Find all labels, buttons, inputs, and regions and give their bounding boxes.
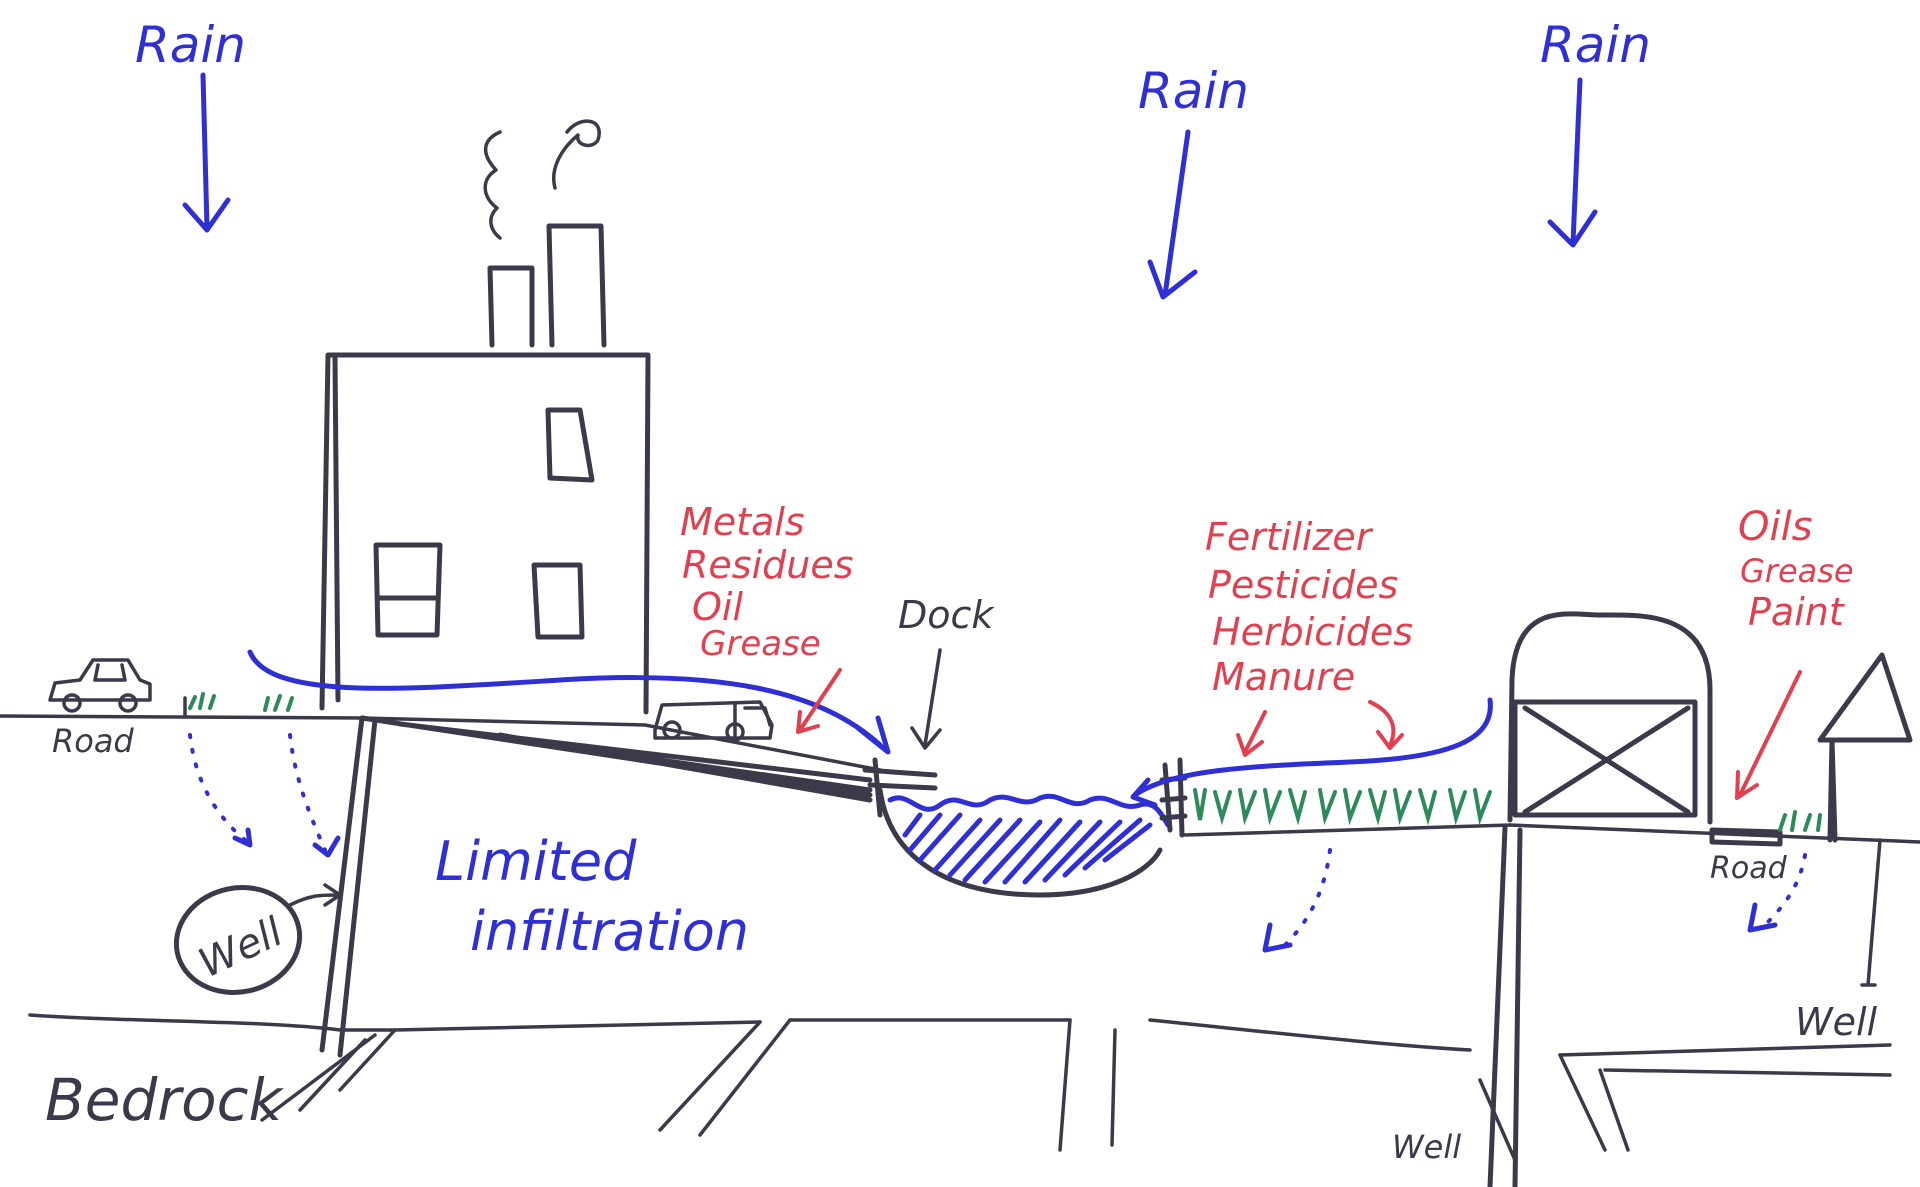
infiltration-arrow-right	[1763, 853, 1807, 927]
dock-structure	[862, 757, 938, 818]
well-pipe-barn	[1487, 825, 1523, 1187]
barn-outline	[1507, 611, 1713, 825]
ground-line-left	[0, 714, 882, 772]
factory-window-left	[373, 542, 443, 638]
grass-left-2	[263, 694, 294, 712]
well-left-arrow-icon	[288, 883, 342, 907]
limited-infiltration-label-line1: Limited	[435, 830, 637, 893]
infiltration-arrow-farm	[1283, 848, 1332, 947]
infiltration-arrowhead-farm	[1262, 922, 1293, 953]
farm-pollutant: Fertilizer	[1205, 515, 1374, 559]
factory-pollutant: Oil	[692, 585, 743, 629]
well-label-left: Well	[192, 909, 290, 987]
dock-label: Dock	[898, 593, 995, 637]
road-label-right: Road	[1710, 851, 1788, 886]
bedrock-label: Bedrock	[45, 1066, 285, 1134]
rain-label-center: Rain	[1138, 62, 1249, 120]
infiltration-arrow-left-2	[288, 733, 327, 852]
runoff-arrow-factory	[247, 649, 891, 755]
limited-infiltration-label-line2: infiltration	[470, 900, 749, 963]
well-label-center: Well	[1392, 1128, 1461, 1166]
bedrock: Bedrock	[28, 1013, 1892, 1162]
farm-pollutant-arrow-right-icon	[1368, 700, 1404, 750]
road-pollutant: Grease	[1740, 552, 1854, 590]
river	[877, 787, 1171, 898]
factory-pollutant: Grease	[700, 624, 821, 664]
truck-icon	[653, 700, 774, 742]
infiltration-arrow-left-1	[188, 733, 247, 842]
bedrock-cracks	[298, 1018, 1630, 1162]
crops-field	[1193, 788, 1492, 826]
runoff-arrow-farm	[1130, 697, 1493, 808]
infiltration-arrowhead-left-1	[232, 827, 253, 848]
barn-door	[1512, 699, 1698, 818]
factory-pollutant-list: Metals Residues Oil Grease	[680, 500, 854, 734]
chimney-right	[546, 223, 607, 348]
farm-pollutant-list: Fertilizer Pesticides Herbicides Manure	[1205, 515, 1413, 757]
ground-line-middle	[1183, 823, 1920, 844]
river-bank	[877, 787, 1163, 898]
farm-pollutant: Herbicides	[1212, 610, 1413, 654]
rain-arrow-center-icon	[1147, 129, 1198, 300]
car-icon	[48, 658, 152, 713]
road-label-left: Road	[52, 722, 134, 760]
factory-pollutant: Residues	[682, 543, 854, 587]
house	[1817, 652, 1913, 843]
farm-pollutant-arrow-left-icon	[1236, 710, 1267, 757]
well-pipe-right	[1860, 838, 1882, 987]
farm-pollutant: Manure	[1212, 655, 1355, 699]
right-side: Road Well	[1709, 652, 1913, 1044]
grass-left-1	[188, 692, 216, 710]
barn: Well	[1392, 611, 1713, 1187]
road-pollutant-list: Oils Grease Paint	[1735, 504, 1854, 800]
road-pollutant: Paint	[1748, 590, 1846, 634]
well-left-circle	[173, 885, 303, 995]
factory	[319, 119, 651, 715]
river-waves	[887, 793, 1171, 828]
road-pollutant-arrow-icon	[1735, 670, 1802, 800]
dock-arrow-icon	[910, 648, 942, 750]
infiltration-arrowhead-right	[1747, 902, 1778, 933]
ground-slope	[359, 715, 873, 803]
rain-left: Rain	[135, 16, 246, 233]
smoke-right-icon	[552, 119, 601, 190]
dock: Dock	[862, 593, 995, 818]
bedrock-surface	[28, 1013, 1892, 1077]
rain-label-right: Rain	[1540, 16, 1651, 74]
rain-label-left: Rain	[135, 16, 246, 74]
road-right-segment	[1709, 827, 1783, 847]
well-label-right: Well	[1795, 1000, 1878, 1044]
rain-right: Rain	[1540, 16, 1651, 248]
factory-window-right	[531, 562, 585, 640]
smoke-left-icon	[483, 130, 502, 240]
rain-arrow-left-icon	[182, 72, 231, 233]
infiltration-arrowhead-left-2	[312, 835, 341, 858]
rain-arrow-right-icon	[1547, 77, 1598, 248]
farm-ground	[1130, 697, 1920, 953]
factory-pollutant-arrow-icon	[796, 668, 842, 734]
river-water	[902, 812, 1153, 885]
road-pollutant: Oils	[1738, 504, 1813, 550]
rain-center: Rain	[1138, 62, 1249, 300]
farm-pollutant: Pesticides	[1208, 563, 1398, 607]
factory-window-top	[545, 407, 595, 483]
chimney-left	[487, 265, 535, 348]
well-pipe-factory	[319, 715, 378, 1058]
factory-building	[319, 352, 651, 715]
bedrock-crack-left	[260, 1033, 377, 1122]
factory-pollutant: Metals	[680, 500, 805, 544]
grass-right	[1778, 810, 1822, 832]
